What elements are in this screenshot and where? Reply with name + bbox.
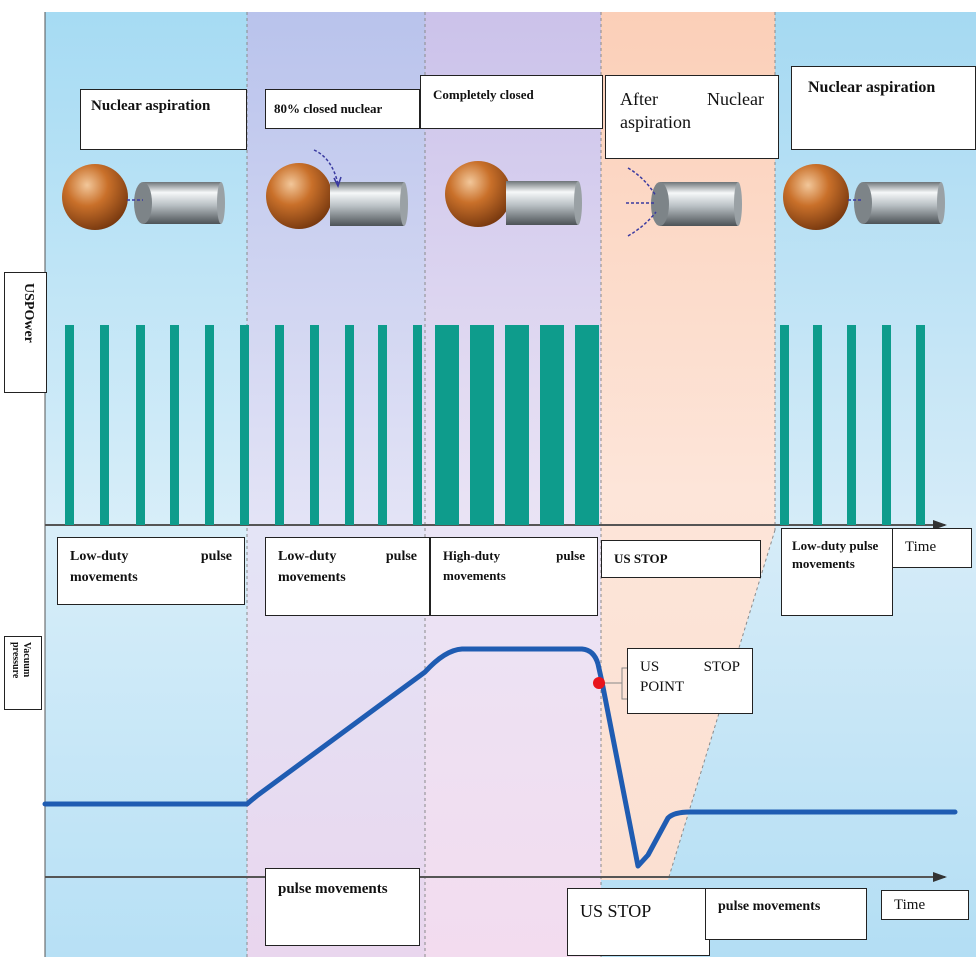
us-power-axis-box: USPOwer — [4, 272, 47, 393]
inflow-arrow-icon — [313, 149, 342, 188]
stage-label-1: Nuclear aspiration — [80, 89, 247, 150]
pulse-bar — [847, 325, 856, 525]
aspiration-tip-icon — [330, 182, 408, 226]
stage-label-3: Completely closed — [420, 75, 603, 129]
stage-illustration-4 — [626, 167, 742, 237]
pulse-bar — [413, 325, 422, 525]
pulse-bar — [275, 325, 284, 525]
inflow-arrow-icon — [626, 167, 657, 237]
stage-illustration-1 — [62, 164, 225, 230]
us-power-axis-label: USPOwer — [21, 283, 36, 343]
zone-2 — [247, 12, 425, 957]
pulse-bar — [100, 325, 109, 525]
aspiration-tip-icon — [651, 182, 742, 226]
pulse-bar — [813, 325, 822, 525]
stage-label-2: 80% closed nuclear — [265, 89, 420, 129]
pulse-bar — [882, 325, 891, 525]
pulse-mode-label-4: US STOP — [601, 540, 761, 578]
time-label-top: Time — [892, 528, 972, 568]
vacuum-axis-box: Vacuum pressure — [4, 636, 42, 710]
nucleus-sphere-icon — [62, 164, 128, 230]
pulse-mode-label-2: Low-duty pulse movements — [265, 537, 430, 616]
vacuum-pressure-curve — [42, 646, 958, 869]
aspiration-tip-icon — [134, 182, 225, 224]
aspiration-tip-icon — [854, 182, 945, 224]
pulse-bar — [345, 325, 354, 525]
pulse-bar — [780, 325, 789, 525]
pulse-bar — [136, 325, 145, 525]
stage-illustration-2 — [266, 149, 408, 229]
stage-illustration-5 — [783, 164, 945, 230]
us-stop-point-label: US STOP POINT — [627, 648, 753, 714]
nucleus-sphere-icon — [266, 163, 332, 229]
pulse-bar — [240, 325, 249, 525]
bottom-pulse-movements-right-label: pulse movements — [705, 888, 867, 940]
pulse-bar — [916, 325, 925, 525]
vacuum-axis-label: Vacuum pressure — [10, 642, 33, 679]
pulse-bar-wide — [505, 325, 529, 525]
pulse-bar-wide — [470, 325, 494, 525]
time-label-bottom: Time — [881, 890, 969, 920]
pulse-bar-wide — [435, 325, 459, 525]
aspiration-tip-icon — [506, 181, 582, 225]
pulse-bar — [205, 325, 214, 525]
us-stop-point-marker — [593, 677, 605, 689]
pulse-bars — [65, 325, 925, 525]
stage-label-5: Nuclear aspiration — [791, 66, 976, 150]
bottom-pulse-movements-label: pulse movements — [265, 868, 420, 946]
pulse-mode-label-5: Low-duty pulse movements — [781, 528, 893, 616]
stage-label-4: After Nuclear aspiration — [605, 75, 779, 159]
nucleus-sphere-icon — [783, 164, 849, 230]
pulse-bar — [310, 325, 319, 525]
bottom-us-stop-label: US STOP — [567, 888, 710, 956]
pulse-bar — [170, 325, 179, 525]
pulse-bar-wide — [540, 325, 564, 525]
nucleus-sphere-icon — [445, 161, 511, 227]
stage-illustration-3 — [445, 161, 582, 227]
zone-1 — [45, 12, 247, 957]
pulse-mode-label-1: Low-duty pulse movements — [57, 537, 245, 605]
pulse-bar-wide — [575, 325, 599, 525]
pulse-mode-label-3: High-duty pulse movements — [430, 537, 598, 616]
pulse-bar — [378, 325, 387, 525]
pulse-bar — [65, 325, 74, 525]
